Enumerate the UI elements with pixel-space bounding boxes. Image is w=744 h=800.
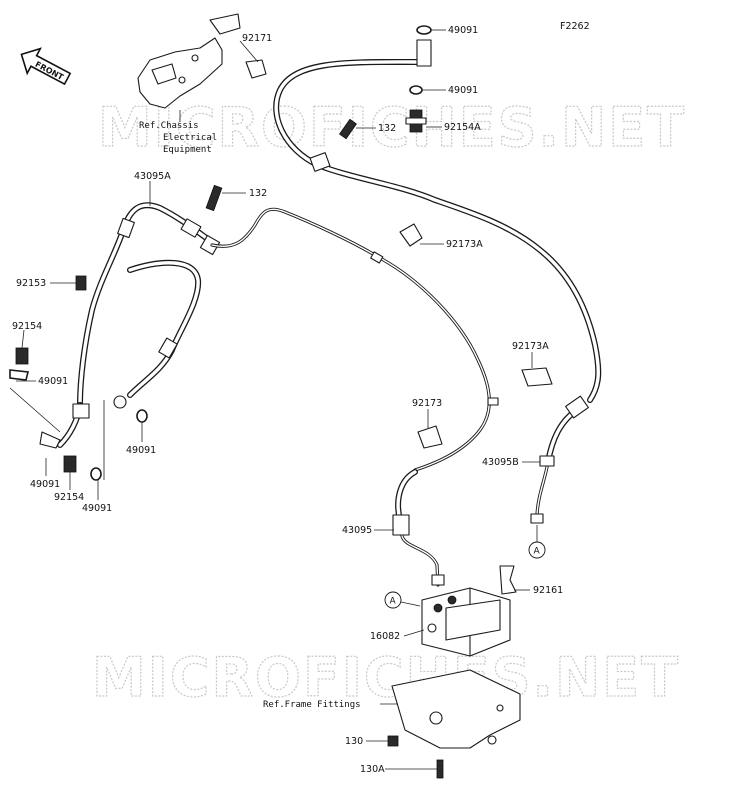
abs-unit-16082 (421, 587, 511, 657)
svg-text:49091: 49091 (448, 25, 478, 36)
svg-text:92154: 92154 (12, 321, 42, 332)
label-43095A: 43095A (134, 171, 171, 206)
bolt-92154A (405, 109, 427, 133)
hose-43095 (392, 469, 445, 587)
svg-text:92173: 92173 (412, 398, 442, 409)
label-49091-mid: 49091 (422, 85, 478, 96)
label-130A: 130A (360, 764, 437, 775)
label-92173A-top: 92173A (420, 239, 483, 250)
svg-text:49091: 49091 (82, 503, 112, 514)
svg-text:132: 132 (249, 188, 267, 199)
hose-left-inner (113, 259, 202, 409)
figure-code: F2262 (560, 21, 590, 32)
svg-text:92154A: 92154A (444, 122, 481, 133)
label-92161: 92161 (514, 585, 563, 596)
callout-a-left: A (384, 591, 421, 609)
ref-frame-text: Ref.Frame Fittings (263, 700, 361, 710)
label-92154A: 92154A (426, 122, 481, 133)
label-49091-center: 49091 (126, 422, 156, 456)
ref-chassis-line1: Ref.Chassis (139, 121, 199, 131)
ref-chassis-line2: Electrical (163, 133, 217, 143)
svg-text:49091: 49091 (448, 85, 478, 96)
svg-text:130A: 130A (360, 764, 385, 775)
frame-bracket (391, 669, 521, 749)
svg-text:92173A: 92173A (446, 239, 483, 250)
bolt-92154-left (9, 347, 29, 381)
label-49091-bottom: 49091 (82, 400, 112, 514)
chassis-bracket (137, 13, 241, 109)
label-43095B: 43095B (482, 457, 540, 468)
label-130: 130 (345, 736, 388, 747)
bolt-92153 (75, 275, 87, 291)
label-92173A-right: 92173A (512, 341, 549, 368)
front-arrow-icon: FRONT (20, 47, 72, 86)
ref-chassis-line3: Equipment (163, 145, 212, 155)
hose-43095B (530, 395, 589, 524)
label-92171: 92171 (239, 33, 272, 63)
label-132-mid: 132 (222, 188, 267, 199)
svg-text:92161: 92161 (533, 585, 563, 596)
clip-92173A-right (521, 367, 553, 387)
pipe-main (210, 207, 499, 472)
clip-92173A-top (399, 223, 423, 247)
svg-text:92154: 92154 (54, 492, 84, 503)
bolt-92154-low (63, 455, 102, 481)
ref-frame-fittings: Ref.Frame Fittings (263, 700, 398, 710)
svg-text:16082: 16082 (370, 631, 400, 642)
svg-text:49091: 49091 (38, 376, 68, 387)
label-92154-low: 92154 (54, 472, 84, 503)
hose-43095A (77, 202, 221, 408)
svg-text:A: A (534, 547, 541, 557)
svg-text:43095A: 43095A (134, 171, 171, 182)
label-16082: 16082 (370, 629, 425, 642)
svg-text:92173A: 92173A (512, 341, 549, 352)
label-92153: 92153 (16, 278, 76, 289)
label-92154-left: 92154 (12, 321, 42, 349)
label-43095: 43095 (342, 525, 394, 536)
hose-upper-right (273, 58, 602, 403)
watermark-bottom: MICROFICHES.NET (92, 646, 680, 709)
washer-49091-center (136, 409, 148, 423)
label-49091-top: 49091 (431, 25, 478, 36)
svg-text:A: A (390, 597, 397, 607)
svg-text:49091: 49091 (30, 479, 60, 490)
label-49091-low: 49091 (30, 458, 60, 490)
svg-text:92171: 92171 (242, 33, 272, 44)
svg-text:132: 132 (378, 123, 396, 134)
bolt-132-mid (205, 184, 223, 212)
ref-chassis-electrical: Ref.Chassis Electrical Equipment (139, 110, 217, 155)
bolt-130A (436, 759, 444, 779)
svg-text:92153: 92153 (16, 278, 46, 289)
hose-left-lower (39, 402, 90, 449)
label-92173: 92173 (412, 398, 442, 428)
bracket-92161 (499, 565, 517, 595)
callout-a-right: A (528, 525, 546, 559)
bolt-130 (387, 735, 399, 747)
label-49091-left: 49091 (9, 376, 68, 433)
svg-text:49091: 49091 (126, 445, 156, 456)
bolt-132-top (339, 118, 357, 140)
svg-text:43095: 43095 (342, 525, 372, 536)
clip-92173 (417, 425, 443, 449)
label-132-top: 132 (356, 123, 396, 134)
watermark-top: MICROFICHES.NET (98, 96, 686, 159)
svg-text:130: 130 (345, 736, 363, 747)
clip-92171 (245, 59, 267, 79)
svg-text:43095B: 43095B (482, 457, 519, 468)
